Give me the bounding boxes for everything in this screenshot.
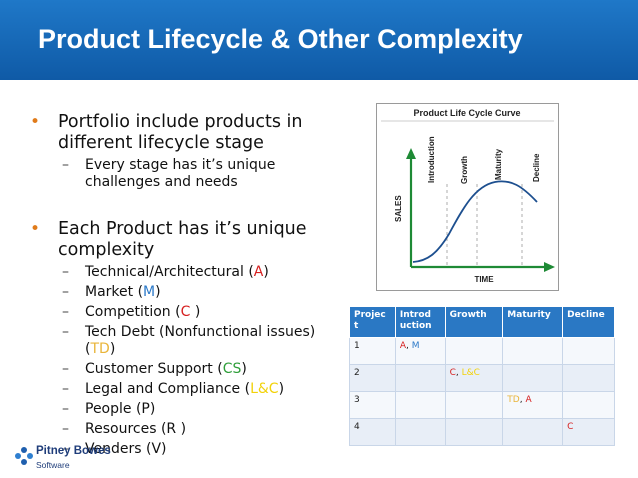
bullet-dot-icon: •: [30, 112, 41, 132]
sales-curve: [412, 180, 538, 263]
bullet-complexity: • Each Product has it’s unique complexit…: [30, 219, 307, 260]
item-legal: – Legal and Compliance (L&C): [62, 381, 285, 397]
bullet-portfolio: • Portfolio include products in differen…: [30, 112, 303, 153]
stage-growth: Growth: [460, 156, 469, 184]
stage-decline: Decline: [532, 153, 541, 182]
item-competition: – Competition (C ): [62, 304, 201, 320]
lifecycle-curve-image: Product Life Cycle Curve SALES TIME Intr…: [376, 103, 559, 291]
y-axis-label: SALES: [394, 195, 403, 222]
header-introduction: Introd uction: [394, 306, 446, 338]
y-axis-arrow-icon: [406, 148, 416, 159]
table-header-row: Projec t Introd uction Growth Maturity D…: [349, 306, 615, 338]
table-row: 1 A, M: [349, 337, 615, 365]
table-row: 2 C, L&C: [349, 364, 615, 392]
dash-icon: –: [62, 401, 69, 417]
dash-icon: –: [62, 361, 69, 377]
dash-icon: –: [62, 157, 69, 173]
item-people: – People (P): [62, 401, 156, 417]
x-axis-arrow-icon: [544, 262, 555, 272]
dash-icon: –: [62, 264, 69, 280]
dash-icon: –: [62, 441, 69, 457]
table-row: 4 C: [349, 418, 615, 446]
header-growth: Growth: [444, 306, 504, 338]
curve-title: Product Life Cycle Curve: [413, 108, 520, 118]
dash-icon: –: [62, 304, 69, 320]
x-axis-label: TIME: [474, 275, 494, 284]
dash-icon: –: [62, 324, 69, 340]
header-project: Projec t: [349, 306, 396, 338]
stage-introduction: Introduction: [427, 136, 436, 183]
dash-icon: –: [62, 284, 69, 300]
sub-bullet-stage: – Every stage has it’s unique challenges…: [62, 157, 276, 190]
pitney-bowes-logo: Pitney Bowes Software: [14, 444, 134, 476]
item-customer-support: – Customer Support (CS): [62, 361, 247, 377]
logo-mark-icon: [15, 447, 33, 465]
bullet-content: • Portfolio include products in differen…: [28, 112, 348, 458]
title-bar: Product Lifecycle & Other Complexity: [0, 0, 638, 80]
item-resources: – Resources (R ): [62, 421, 187, 437]
bullet-dot-icon: •: [30, 219, 41, 239]
logo-name: Pitney Bowes: [36, 445, 111, 457]
header-decline: Decline: [562, 306, 615, 338]
slide-title: Product Lifecycle & Other Complexity: [38, 24, 523, 54]
stage-maturity: Maturity: [494, 148, 503, 180]
lifecycle-curve-svg: Product Life Cycle Curve SALES TIME Intr…: [381, 108, 555, 284]
project-stage-table: Projec t Introd uction Growth Maturity D…: [349, 306, 615, 446]
item-technical: – Technical/Architectural (A): [62, 264, 269, 280]
item-tech-debt: – Tech Debt (Nonfunctional issues) (TD): [62, 324, 316, 357]
dash-icon: –: [62, 421, 69, 437]
header-maturity: Maturity: [502, 306, 564, 338]
table-row: 3 TD, A: [349, 391, 615, 419]
item-venders: – Venders (V): [62, 441, 167, 457]
item-market: – Market (M): [62, 284, 161, 300]
dash-icon: –: [62, 381, 69, 397]
logo-sub: Software: [36, 460, 70, 470]
